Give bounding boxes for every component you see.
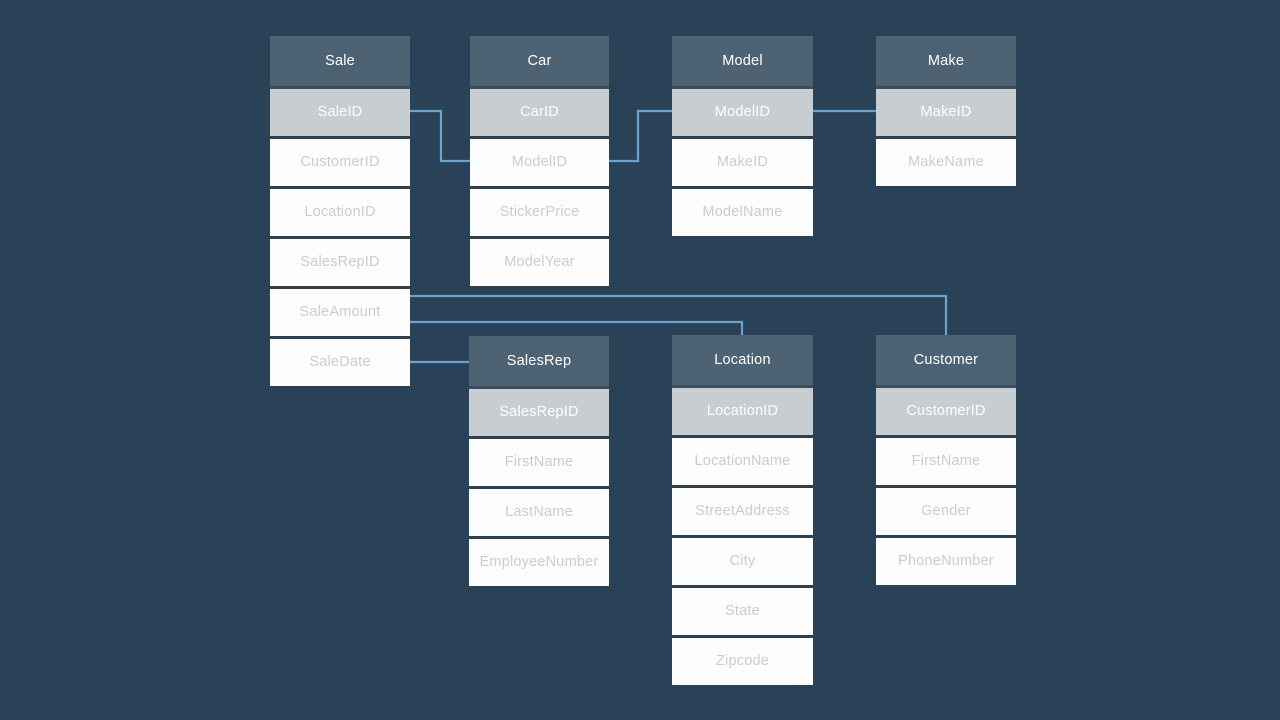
field-location-4[interactable]: State: [672, 585, 813, 635]
field-sale-3[interactable]: SalesRepID: [270, 236, 410, 286]
entity-title-location: Location: [672, 335, 813, 385]
field-sale-5[interactable]: SaleDate: [270, 336, 410, 386]
field-sale-1[interactable]: CustomerID: [270, 136, 410, 186]
field-location-2[interactable]: StreetAddress: [672, 485, 813, 535]
primary-key-field-make-0[interactable]: MakeID: [876, 86, 1016, 136]
connector-location-to-sale: [410, 320, 744, 335]
field-car-3[interactable]: ModelYear: [470, 236, 609, 286]
entity-title-sale: Sale: [270, 36, 410, 86]
field-location-1[interactable]: LocationName: [672, 435, 813, 485]
field-make-1[interactable]: MakeName: [876, 136, 1016, 186]
entity-title-salesrep: SalesRep: [469, 336, 609, 386]
primary-key-field-customer-0[interactable]: CustomerID: [876, 385, 1016, 435]
field-location-5[interactable]: Zipcode: [672, 635, 813, 685]
primary-key-field-car-0[interactable]: CarID: [470, 86, 609, 136]
field-location-3[interactable]: City: [672, 535, 813, 585]
field-salesrep-3[interactable]: EmployeeNumber: [469, 536, 609, 586]
primary-key-field-salesrep-0[interactable]: SalesRepID: [469, 386, 609, 436]
entity-title-car: Car: [470, 36, 609, 86]
connector-car-to-sale: [408, 109, 470, 163]
primary-key-field-location-0[interactable]: LocationID: [672, 385, 813, 435]
field-car-2[interactable]: StickerPrice: [470, 186, 609, 236]
field-model-1[interactable]: MakeID: [672, 136, 813, 186]
field-salesrep-2[interactable]: LastName: [469, 486, 609, 536]
primary-key-field-model-0[interactable]: ModelID: [672, 86, 813, 136]
connector-model-to-car: [609, 109, 672, 163]
connector-customer-to-sale: [410, 294, 948, 335]
field-model-2[interactable]: ModelName: [672, 186, 813, 236]
entity-title-customer: Customer: [876, 335, 1016, 385]
field-sale-4[interactable]: SaleAmount: [270, 286, 410, 336]
primary-key-field-sale-0[interactable]: SaleID: [270, 86, 410, 136]
field-salesrep-1[interactable]: FirstName: [469, 436, 609, 486]
entity-title-model: Model: [672, 36, 813, 86]
field-customer-1[interactable]: FirstName: [876, 435, 1016, 485]
entity-title-make: Make: [876, 36, 1016, 86]
field-customer-3[interactable]: PhoneNumber: [876, 535, 1016, 585]
field-customer-2[interactable]: Gender: [876, 485, 1016, 535]
field-sale-2[interactable]: LocationID: [270, 186, 410, 236]
field-car-1[interactable]: ModelID: [470, 136, 609, 186]
